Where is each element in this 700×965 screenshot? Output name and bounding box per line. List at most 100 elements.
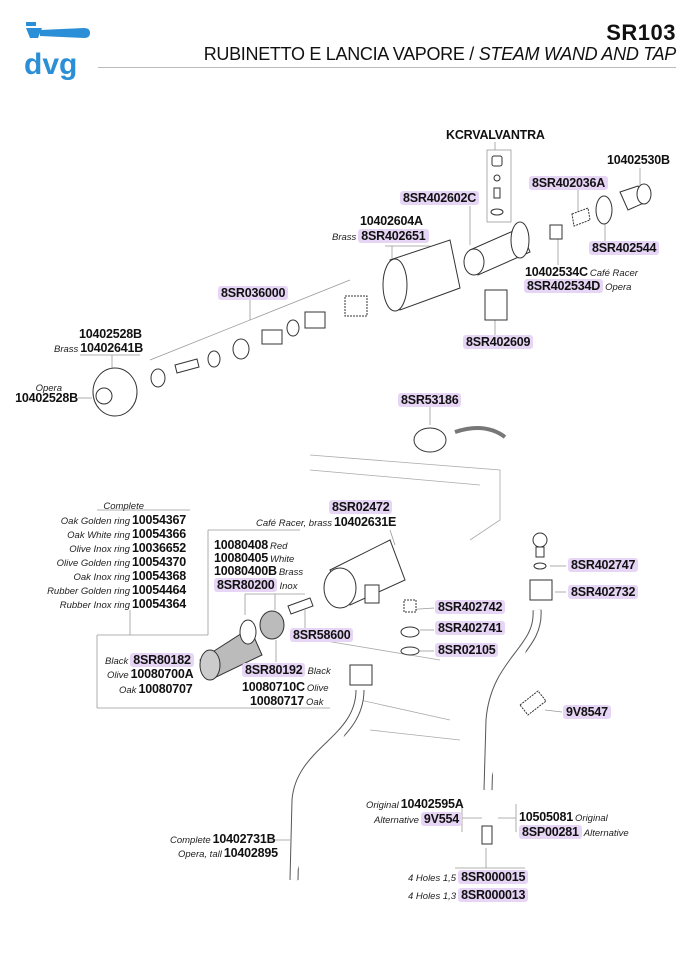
part-descriptor: Oak White ring <box>67 530 130 541</box>
part-number: 8SR02472 <box>329 500 393 514</box>
part-descriptor: Complete <box>103 501 144 512</box>
part-label: Complete <box>101 498 146 514</box>
part-label: 8SR402741 <box>435 621 506 635</box>
part-number: 8SR80192 <box>242 663 306 677</box>
part-number: 10054367 <box>131 513 186 527</box>
part-descriptor: Black <box>105 656 129 667</box>
part-number: 8SR402742 <box>435 600 506 614</box>
part-number: 10036652 <box>131 541 186 555</box>
part-number: 10054366 <box>131 527 186 541</box>
part-descriptor: Complete <box>170 835 211 846</box>
part-number: 8SR402651 <box>358 229 429 243</box>
part-number: 8SR402609 <box>463 335 534 349</box>
part-descriptor: Original <box>575 813 608 824</box>
title-separator: / <box>464 44 479 64</box>
part-number: 8SR402544 <box>589 241 660 255</box>
part-label: 8SR402602C <box>400 191 480 205</box>
part-number: 10402530B <box>607 153 670 167</box>
part-descriptor: Oak Golden ring <box>60 516 130 527</box>
svg-text:dvg: dvg <box>24 48 77 80</box>
part-number: 8SR402036A <box>529 176 609 190</box>
part-descriptor: Oak <box>119 685 137 696</box>
part-descriptor: Oak <box>306 697 324 708</box>
part-label: 10402604A <box>360 214 423 228</box>
part-descriptor: Rubber Golden ring <box>47 586 130 597</box>
part-label: 9V8547 <box>563 705 611 719</box>
part-descriptor: White <box>270 554 295 565</box>
page-title: RUBINETTO E LANCIA VAPORE / STEAM WAND A… <box>203 44 677 65</box>
part-descriptor: Café Racer, brass <box>256 518 333 529</box>
part-descriptor: Olive Inox ring <box>69 544 130 555</box>
part-number: 10402631E <box>334 515 397 529</box>
part-descriptor: Olive Golden ring <box>56 558 130 569</box>
part-descriptor: Olive <box>306 683 329 694</box>
part-label: 8SR58600 <box>290 628 354 642</box>
part-number: 10402731B <box>212 832 276 846</box>
part-number: 8SR402741 <box>435 621 506 635</box>
part-number: 10402641B <box>80 341 144 355</box>
part-number: 8SR80182 <box>130 653 194 667</box>
part-number: 10054464 <box>131 583 186 597</box>
part-number: 10054364 <box>131 597 186 611</box>
part-number: 9V554 <box>420 812 463 826</box>
dvg-logo: dvg <box>24 22 90 80</box>
part-descriptor: Brass <box>54 344 79 355</box>
part-number: KCRVALVANTRA <box>446 128 545 142</box>
part-number: 8SP00281 <box>519 825 582 839</box>
title-english: STEAM WAND AND TAP <box>478 44 677 64</box>
part-descriptor: Rubber Inox ring <box>59 600 130 611</box>
part-label: 8SR036000 <box>218 286 289 300</box>
part-number: 10080717 <box>250 694 305 708</box>
part-number: 8SR80200 <box>214 578 278 592</box>
part-descriptor: 4 Holes 1,5 <box>408 873 457 884</box>
part-descriptor: 4 Holes 1,3 <box>408 891 457 902</box>
part-descriptor: Opera, tall <box>178 849 222 860</box>
header-rule <box>98 67 676 68</box>
part-label: 8SR402544 <box>589 241 660 255</box>
part-descriptor: Alternative <box>374 815 419 826</box>
part-number: 10080408 <box>214 538 269 552</box>
part-number: 10402528B <box>15 391 78 405</box>
part-number: 8SR53186 <box>398 393 462 407</box>
part-number: 10054368 <box>131 569 186 583</box>
part-label: 10402528B <box>79 327 142 341</box>
part-label: 8SR402747 <box>568 558 639 572</box>
part-number: 8SR58600 <box>290 628 354 642</box>
part-number: 10080710C <box>242 680 305 694</box>
part-label: 8SR402732 <box>568 585 639 599</box>
part-number: 10080700A <box>130 667 194 681</box>
part-label: KCRVALVANTRA <box>446 128 545 142</box>
part-label: 8SR02105 <box>435 643 499 657</box>
part-number: 8SR000013 <box>458 888 529 902</box>
part-number: 8SR402732 <box>568 585 639 599</box>
part-number: 10080707 <box>138 682 193 696</box>
part-number: 10080400B <box>214 564 277 578</box>
part-number: 8SR402602C <box>400 191 480 205</box>
part-number: 10402534C <box>525 265 588 279</box>
title-italian: RUBINETTO E LANCIA VAPORE <box>203 44 465 64</box>
part-number: 8SR000015 <box>458 870 529 884</box>
part-number: 8SR02105 <box>435 643 499 657</box>
part-descriptor: Brass <box>278 567 304 578</box>
